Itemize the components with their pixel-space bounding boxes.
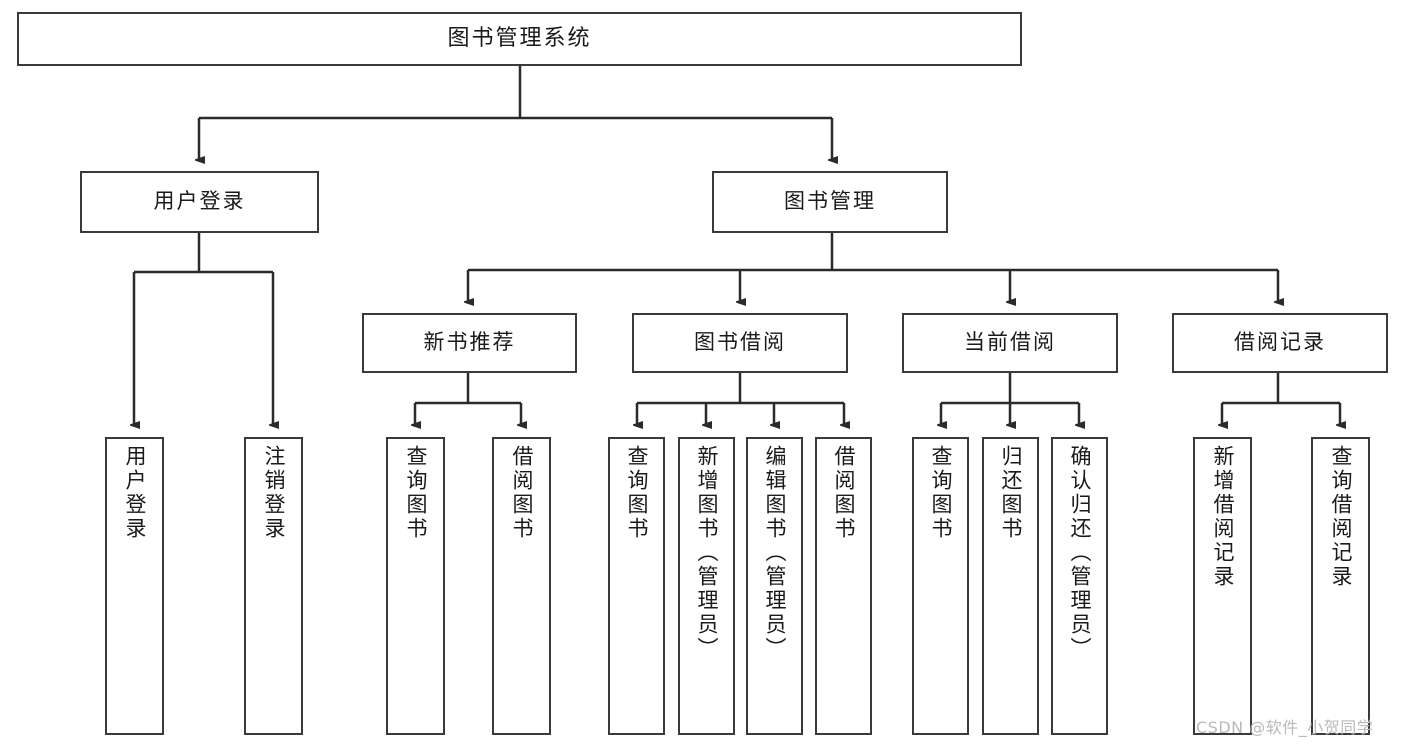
node-leaf-add-book-label: 新增图书（管理员） [695, 445, 719, 661]
node-leaf-return-book-label: 归还图书 [999, 445, 1023, 541]
node-leaf-add-book[interactable]: 新增图书（管理员） [678, 437, 735, 735]
node-book-manage[interactable]: 图书管理 [712, 171, 948, 233]
node-borrow-record[interactable]: 借阅记录 [1172, 313, 1388, 373]
node-leaf-query-record[interactable]: 查询借阅记录 [1311, 437, 1370, 735]
node-leaf-user-login-label: 用户登录 [123, 445, 147, 541]
node-leaf-confirm-return-label: 确认归还（管理员） [1068, 445, 1092, 661]
node-leaf-query-book-3-label: 查询图书 [929, 445, 953, 541]
node-borrow-record-label: 借阅记录 [1234, 330, 1326, 355]
node-leaf-add-record-label: 新增借阅记录 [1211, 445, 1235, 589]
node-user-login[interactable]: 用户登录 [80, 171, 319, 233]
node-leaf-return-book[interactable]: 归还图书 [982, 437, 1039, 735]
node-leaf-query-record-label: 查询借阅记录 [1329, 445, 1353, 589]
node-leaf-query-book-1[interactable]: 查询图书 [386, 437, 445, 735]
node-leaf-query-book-2-label: 查询图书 [625, 445, 649, 541]
node-leaf-query-book-1-label: 查询图书 [404, 445, 428, 541]
node-user-login-label: 用户登录 [153, 189, 246, 214]
node-root-system-label: 图书管理系统 [447, 25, 592, 51]
node-leaf-borrow-book-2-label: 借阅图书 [832, 445, 856, 541]
node-leaf-edit-book-label: 编辑图书（管理员） [763, 445, 787, 661]
node-leaf-borrow-book-1[interactable]: 借阅图书 [492, 437, 551, 735]
node-leaf-borrow-book-1-label: 借阅图书 [510, 445, 534, 541]
node-leaf-logout[interactable]: 注销登录 [244, 437, 303, 735]
node-current-borrow-label: 当前借阅 [964, 330, 1056, 355]
node-new-book-recommend[interactable]: 新书推荐 [362, 313, 577, 373]
node-root-system[interactable]: 图书管理系统 [17, 12, 1022, 66]
node-leaf-edit-book[interactable]: 编辑图书（管理员） [746, 437, 803, 735]
node-leaf-query-book-3[interactable]: 查询图书 [912, 437, 969, 735]
node-leaf-user-login[interactable]: 用户登录 [105, 437, 164, 735]
node-leaf-query-book-2[interactable]: 查询图书 [608, 437, 665, 735]
node-leaf-logout-label: 注销登录 [262, 445, 286, 541]
node-book-borrow[interactable]: 图书借阅 [632, 313, 848, 373]
node-leaf-add-record[interactable]: 新增借阅记录 [1193, 437, 1252, 735]
node-current-borrow[interactable]: 当前借阅 [902, 313, 1118, 373]
node-book-borrow-label: 图书借阅 [694, 330, 786, 355]
node-leaf-confirm-return[interactable]: 确认归还（管理员） [1051, 437, 1108, 735]
node-new-book-recommend-label: 新书推荐 [423, 330, 516, 355]
node-book-manage-label: 图书管理 [784, 189, 876, 214]
node-leaf-borrow-book-2[interactable]: 借阅图书 [815, 437, 872, 735]
